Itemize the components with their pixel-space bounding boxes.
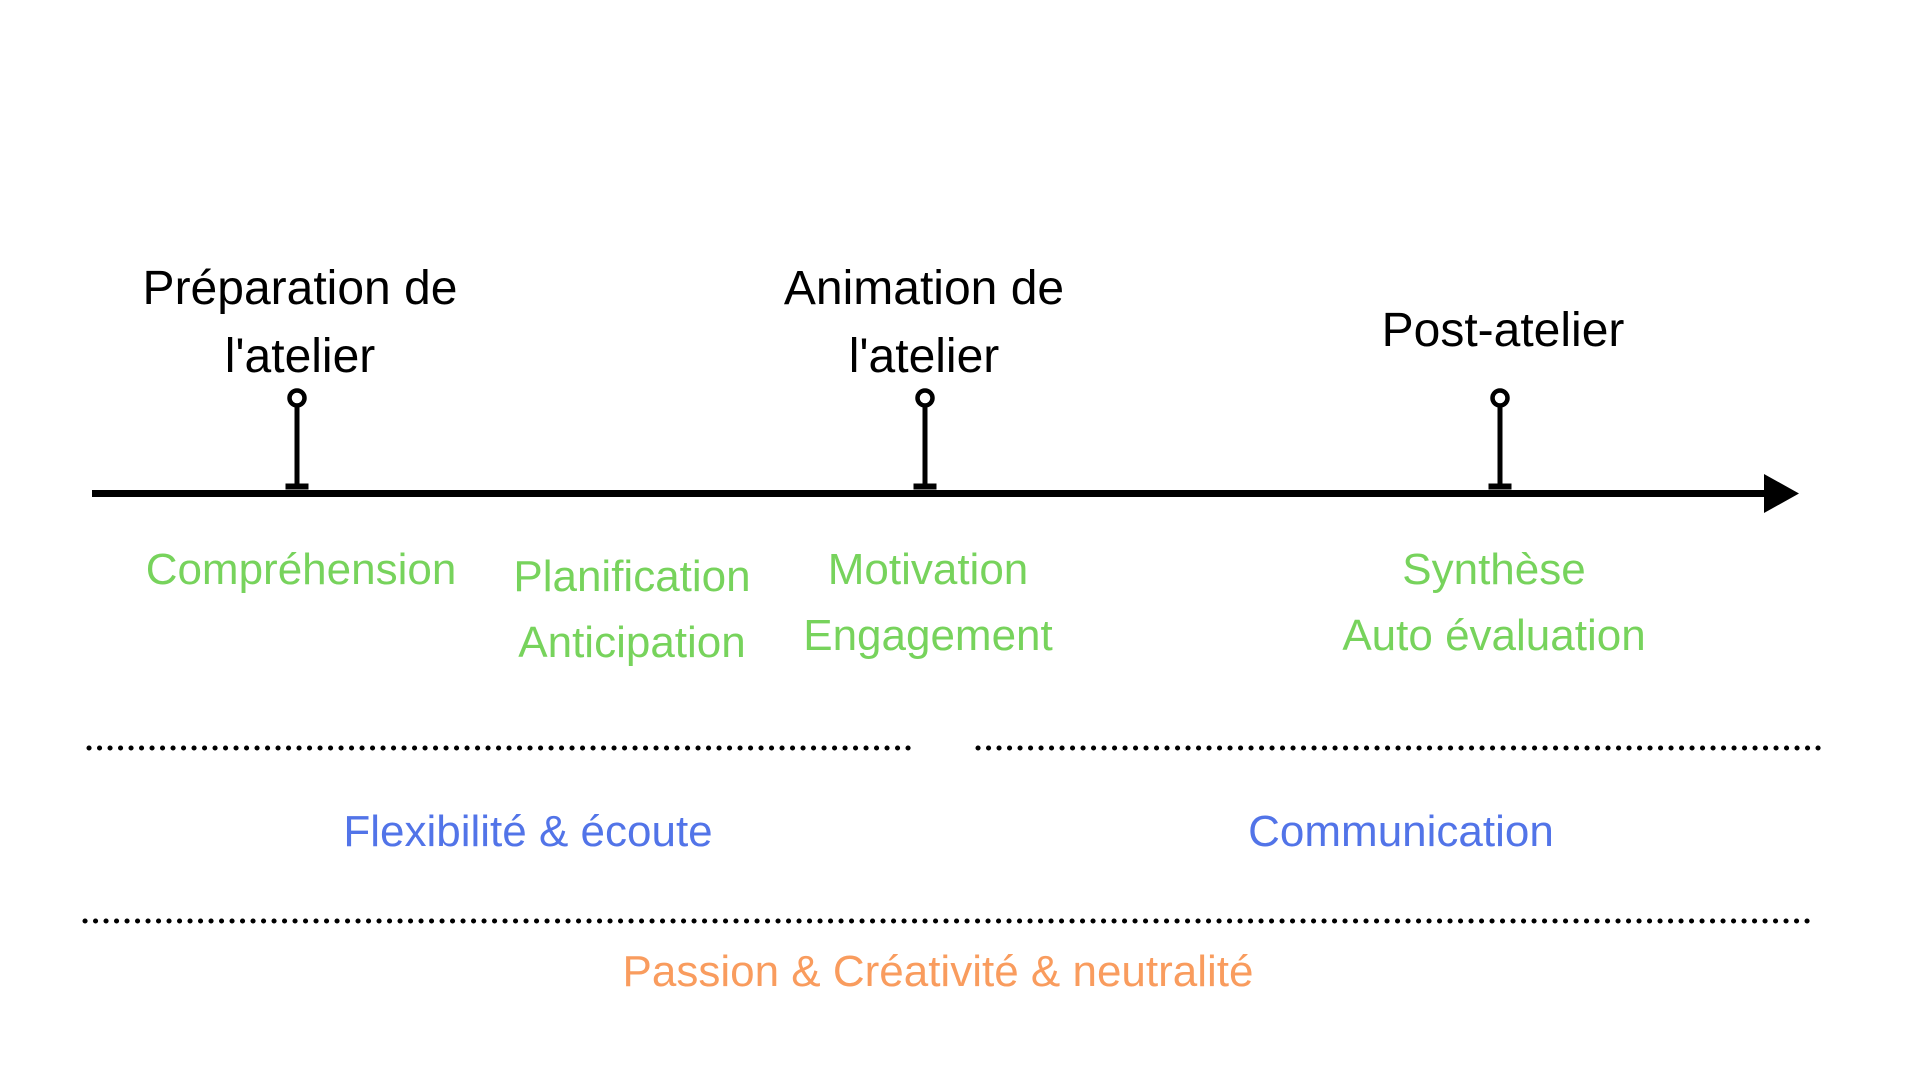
milestone-circle-icon: [287, 388, 307, 408]
milestone-marker-animation: [913, 388, 937, 490]
milestone-base: [913, 483, 937, 490]
phase-title-animation: Animation de l'atelier: [784, 255, 1064, 391]
milestone-marker-preparation: [285, 388, 309, 490]
milestone-base: [285, 483, 309, 490]
stage-label-planification: Planification Anticipation: [513, 544, 750, 676]
stage-label-line: Synthèse: [1402, 545, 1586, 594]
stage-label-line: Auto évaluation: [1342, 611, 1646, 660]
phase-title-preparation: Préparation de l'atelier: [143, 255, 458, 391]
phase-title-post: Post-atelier: [1382, 297, 1625, 365]
stage-label-comprehension: Compréhension: [146, 537, 457, 603]
phase-title-line: Animation de: [783, 262, 1065, 315]
milestone-circle-icon: [915, 388, 935, 408]
stage-label-line: Engagement: [803, 611, 1053, 660]
competency-label-flexibilite: Flexibilité & écoute: [343, 807, 713, 856]
value-label-passion: Passion & Créativité & neutralité: [622, 947, 1254, 996]
milestone-marker-post: [1488, 388, 1512, 490]
stage-label-line: Anticipation: [518, 618, 746, 667]
stage-label-line: Motivation: [827, 545, 1029, 594]
stage-label-motivation: Motivation Engagement: [803, 537, 1053, 669]
timeline-arrowhead-icon: [1764, 474, 1799, 513]
milestone-base: [1488, 483, 1512, 490]
phase-title-line: Préparation de: [142, 262, 458, 315]
phase-title-line: Post-atelier: [1381, 304, 1625, 357]
phase-title-line: l'atelier: [224, 330, 376, 383]
competency-label-communication: Communication: [1248, 807, 1554, 856]
stage-label-synthese: Synthèse Auto évaluation: [1342, 537, 1645, 669]
stage-label-line: Planification: [513, 552, 751, 601]
milestone-circle-icon: [1490, 388, 1510, 408]
stage-label-line: Compréhension: [145, 545, 457, 594]
phase-title-line: l'atelier: [848, 330, 1000, 383]
